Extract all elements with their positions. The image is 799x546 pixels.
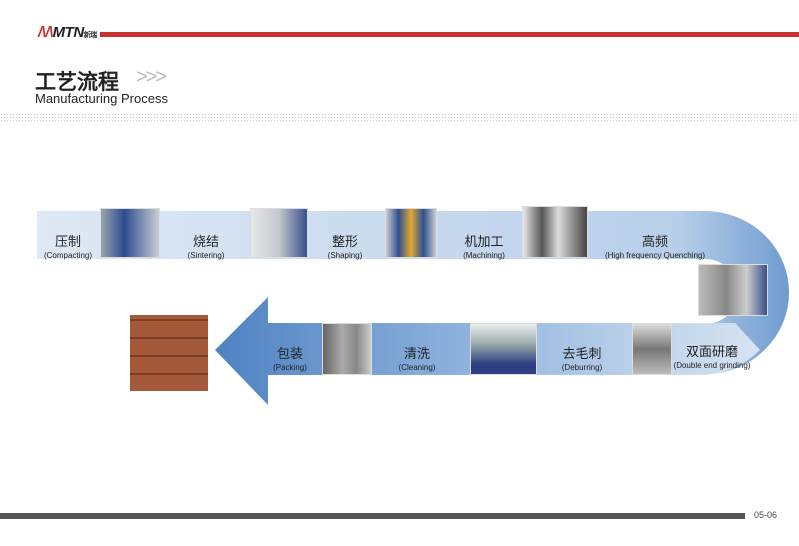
grinding-photo: [632, 323, 672, 375]
title-chevrons-icon: >>>: [136, 66, 167, 88]
step-deburring: 去毛刺(Deburring): [561, 347, 603, 372]
step-shaping: 整形(Shaping): [327, 235, 363, 260]
page-subtitle: Manufacturing Process: [35, 91, 168, 106]
step-packing: 包装(Packing): [273, 347, 307, 372]
page-title: 工艺流程: [35, 70, 119, 94]
machining-photo: [522, 206, 588, 258]
footer-bar: [0, 513, 745, 519]
step-machining: 机加工(Machining): [463, 235, 505, 260]
step-cleaning: 清洗(Cleaning): [398, 347, 436, 372]
page-number: 05-06: [754, 510, 778, 520]
step-sintering: 烧结(Sintering): [187, 235, 225, 260]
compacting-photo: [100, 208, 160, 258]
step-quenching: 高频(High frequency Quenching): [604, 235, 706, 260]
shaping-photo: [385, 208, 437, 258]
logo: /\/\MTN新瑞: [38, 24, 97, 41]
step-grinding: 双面研磨(Double end grinding): [673, 345, 751, 370]
quenching-photo: [698, 264, 768, 316]
dotted-divider: [0, 113, 799, 123]
sintering-photo: [250, 208, 308, 258]
step-compacting: 压制(Compacting): [43, 235, 93, 260]
header-rule: [100, 32, 799, 37]
deburring-photo: [470, 323, 537, 375]
cleaning-photo: [322, 323, 372, 375]
packing-photo: [130, 315, 208, 391]
